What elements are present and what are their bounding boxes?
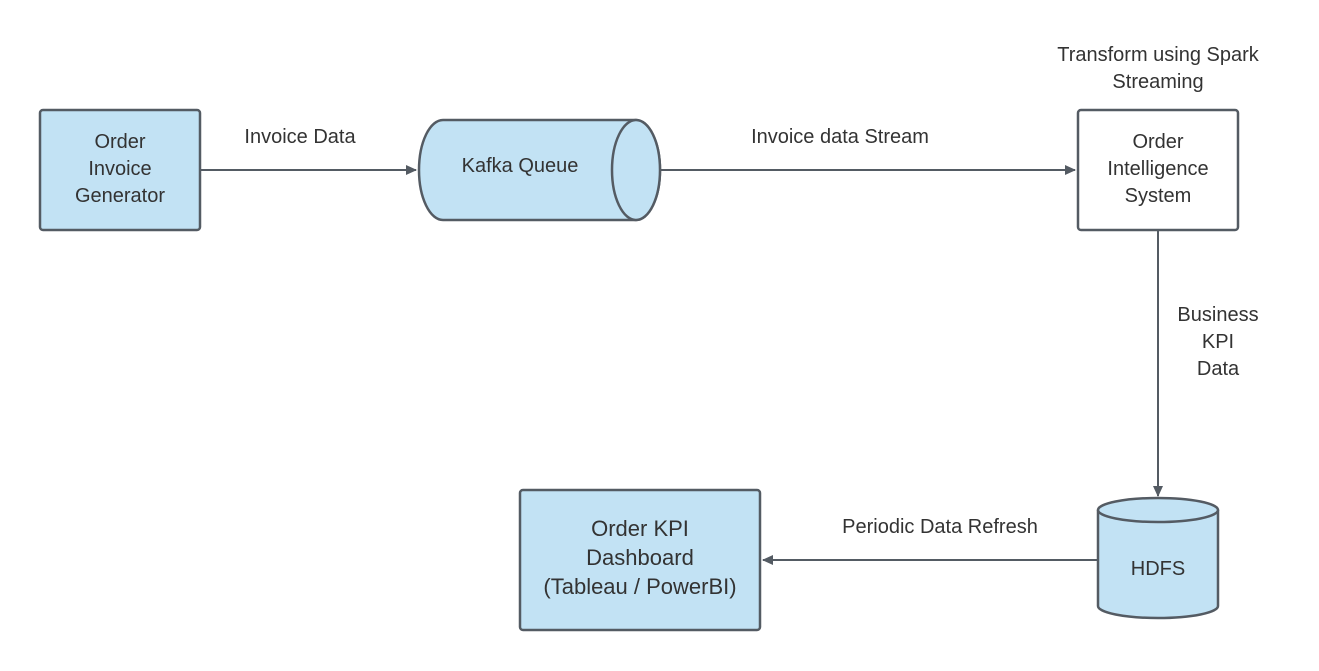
spark-line-2: Streaming [1112, 71, 1204, 93]
dashboard-line-3: (Tableau / PowerBI) [543, 574, 737, 599]
order-kpi-dashboard-label: Order KPI Dashboard (Tableau / PowerBI) [520, 514, 760, 601]
business-kpi-data-label: Business KPI Data [1158, 302, 1278, 383]
generator-line-2: Invoice [88, 158, 152, 180]
hdfs-label: HDFS [1130, 558, 1186, 580]
business-kpi-line-1: Business [1177, 304, 1259, 326]
spark-transform-annotation: Transform using Spark Streaming [1028, 42, 1288, 96]
generator-line-3: Generator [74, 185, 166, 207]
kafka-queue-cylinder [417, 118, 662, 222]
kafka-queue-label: Kafka Queue [461, 155, 579, 177]
order-kpi-dashboard-box [518, 488, 762, 632]
order-invoice-generator-label: Order Invoice Generator [40, 129, 200, 210]
invoice-data-stream-label: Invoice data Stream [751, 126, 929, 148]
periodic-data-refresh-label: Periodic Data Refresh [842, 516, 1038, 538]
business-kpi-line-3: Data [1196, 358, 1240, 380]
hdfs-cylinder [1096, 496, 1220, 620]
dashboard-line-2: Dashboard [586, 545, 694, 570]
order-intelligence-system-label: Order Intelligence System [1078, 129, 1238, 210]
order-intelligence-system-box [1076, 108, 1240, 232]
ois-line-3: System [1124, 185, 1192, 207]
invoice-data-label: Invoice Data [244, 126, 356, 148]
spark-line-1: Transform using Spark [1057, 44, 1259, 66]
business-kpi-line-2: KPI [1201, 331, 1235, 353]
dashboard-line-1: Order KPI [591, 516, 689, 541]
generator-line-1: Order [94, 131, 146, 153]
order-invoice-generator-box [38, 108, 202, 232]
ois-line-2: Intelligence [1107, 158, 1209, 180]
ois-line-1: Order [1132, 131, 1184, 153]
